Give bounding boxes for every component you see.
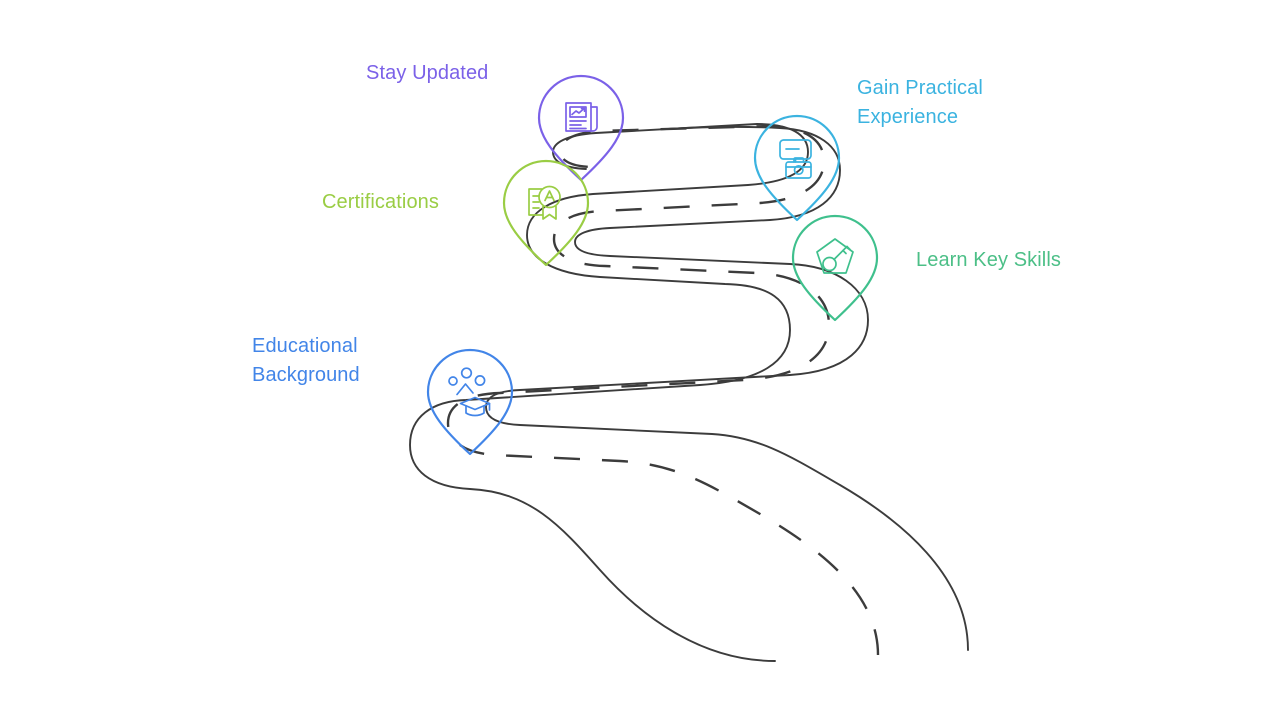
label-learn-key-skills: Learn Key Skills	[916, 249, 1061, 271]
road-edge-outer	[409, 123, 809, 662]
pin-learn-key-skills[interactable]	[791, 214, 879, 322]
key-pentagon-pin-icon	[816, 238, 854, 274]
newspaper-chart-pin-icon	[565, 102, 598, 132]
certificate-award-pin-icon	[528, 185, 561, 220]
label-certifications: Certifications	[322, 191, 439, 213]
pin-stay-updated[interactable]	[537, 74, 625, 182]
pin-certifications[interactable]	[502, 159, 590, 267]
road-edge-inner	[485, 125, 969, 651]
workstation-briefcase-pin-icon	[779, 139, 812, 179]
road-path-group	[409, 123, 969, 662]
label-gain-practical-experience: Gain Practical Experience	[857, 77, 983, 128]
pin-gain-practical-experience[interactable]	[753, 114, 841, 222]
label-stay-updated: Stay Updated	[366, 62, 489, 84]
pin-educational-background[interactable]	[426, 348, 514, 456]
label-educational-background: Educational Background	[252, 335, 360, 386]
pin-outline	[426, 348, 514, 456]
pin-outline	[502, 159, 590, 267]
graduation-cap-pin-icon	[448, 367, 491, 417]
